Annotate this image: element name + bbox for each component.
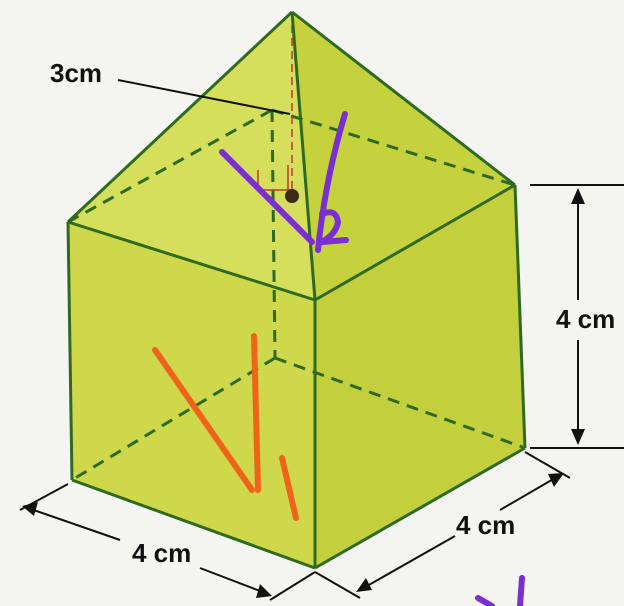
width-dimension [19, 483, 316, 601]
hidden-bottom-right-edge [274, 356, 526, 450]
depth-dimension [314, 451, 571, 599]
slant-leader-line [117, 79, 291, 115]
depth-label: 4 cm [456, 510, 515, 540]
pyramid-right-face [292, 12, 515, 300]
cube-right-face [315, 185, 525, 568]
pyramid-front-face [68, 12, 315, 300]
cube-front-face [68, 222, 315, 568]
width-label: 4 cm [132, 538, 191, 568]
slant-height-label: 3cm [50, 58, 102, 88]
hidden-top-right-edge [271, 108, 516, 187]
hidden-edges [67, 12, 526, 482]
height-dimension [530, 184, 624, 449]
hidden-vertical-edge [270, 109, 277, 359]
visible-edges [66, 10, 527, 570]
height-label: 4 cm [556, 304, 615, 334]
purple-handwritten-mark [219, 111, 525, 606]
orange-handwritten-mark [152, 333, 299, 521]
base-center-dot [285, 189, 299, 203]
